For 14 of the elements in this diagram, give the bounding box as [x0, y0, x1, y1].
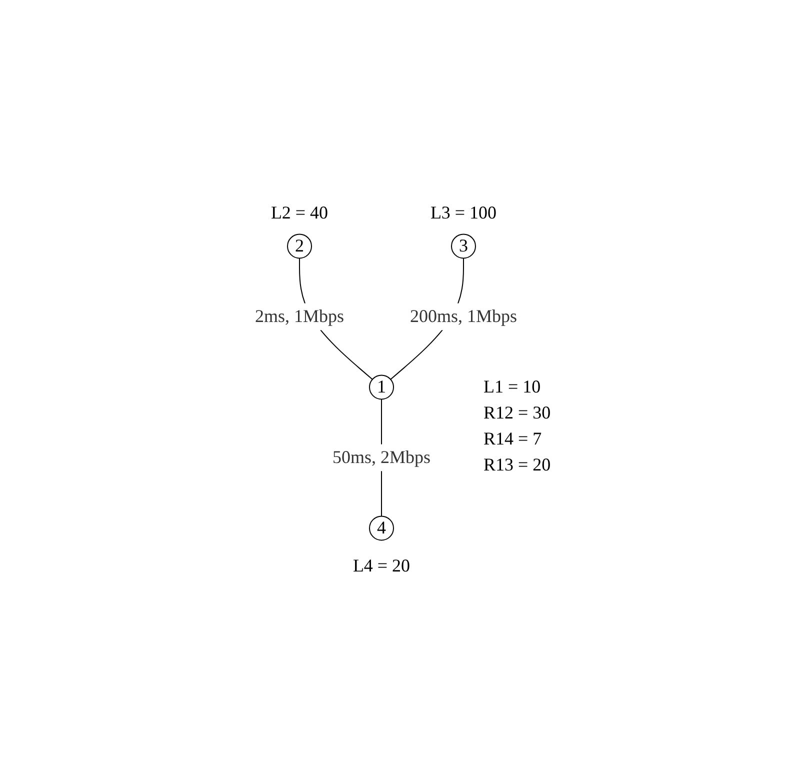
node-annotation: R12 = 30 [483, 402, 550, 422]
node-circle: 1 [368, 374, 394, 400]
node-annotation: R13 = 20 [483, 454, 550, 474]
edge-label: 2ms, 1Mbps [254, 306, 344, 326]
node-annotation: R14 = 7 [483, 428, 542, 448]
node-annotation: L3 = 100 [430, 202, 496, 222]
node-annotation: L2 = 40 [270, 202, 328, 222]
node-circle: 4 [368, 515, 394, 540]
node-circle: 3 [450, 233, 476, 258]
node-circle: 2 [286, 233, 312, 258]
node-annotation: L1 = 10 [483, 376, 540, 396]
node-annotation: L4 = 20 [352, 555, 410, 576]
edge-label: 200ms, 1Mbps [410, 306, 517, 326]
edge-label: 50ms, 2Mbps [332, 446, 430, 467]
